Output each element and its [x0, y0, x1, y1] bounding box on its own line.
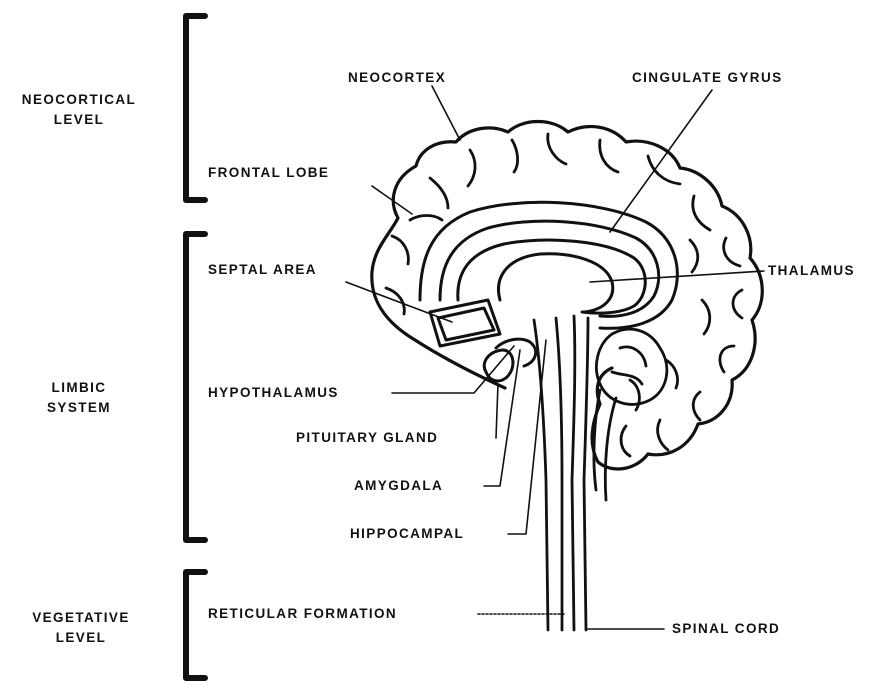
cerebellum	[596, 329, 666, 404]
label-amygdala: AMYGDALA	[354, 478, 443, 494]
bracket-limbic	[186, 234, 205, 540]
brain-outline	[372, 122, 762, 469]
level-vegetative: VEGETATIVE LEVEL	[16, 608, 146, 648]
label-spinal-cord: SPINAL CORD	[672, 621, 780, 637]
leader-pituitary	[496, 384, 498, 438]
level-neocortical: NEOCORTICAL LEVEL	[4, 90, 154, 130]
label-cingulate-gyrus: CINGULATE GYRUS	[632, 70, 783, 86]
level-limbic: LIMBIC SYSTEM	[24, 378, 134, 418]
septal-area-shape	[430, 300, 500, 346]
leader-frontal	[372, 186, 412, 214]
level-neocortical-line1: NEOCORTICAL	[4, 90, 154, 110]
label-thalamus: THALAMUS	[768, 263, 855, 279]
leader-neocortex	[432, 86, 460, 140]
level-neocortical-line2: LEVEL	[4, 110, 154, 130]
cingulate-band	[420, 202, 677, 328]
hypothalamus-shapes	[484, 339, 535, 381]
label-septal-area: SEPTAL AREA	[208, 262, 317, 278]
label-hypothalamus: HYPOTHALAMUS	[208, 385, 339, 401]
thalamus-region	[458, 240, 645, 313]
label-pituitary-gland: PITUITARY GLAND	[296, 430, 438, 446]
level-vegetative-line1: VEGETATIVE	[16, 608, 146, 628]
leader-septal	[346, 282, 452, 322]
leader-hypothalamus	[392, 346, 514, 393]
level-limbic-line2: SYSTEM	[24, 398, 134, 418]
level-vegetative-line2: LEVEL	[16, 628, 146, 648]
bracket-neocortical	[186, 16, 205, 200]
leader-lines	[346, 86, 764, 629]
label-reticular-formation: RETICULAR FORMATION	[208, 606, 397, 622]
label-frontal-lobe: FRONTAL LOBE	[208, 165, 329, 181]
leader-amygdala	[484, 350, 520, 486]
brainstem	[534, 316, 616, 630]
leader-cingulate	[610, 90, 712, 232]
label-hippocampal: HIPPOCAMPAL	[350, 526, 464, 542]
level-limbic-line1: LIMBIC	[24, 378, 134, 398]
bracket-vegetative	[186, 572, 205, 678]
label-neocortex: NEOCORTEX	[348, 70, 446, 86]
